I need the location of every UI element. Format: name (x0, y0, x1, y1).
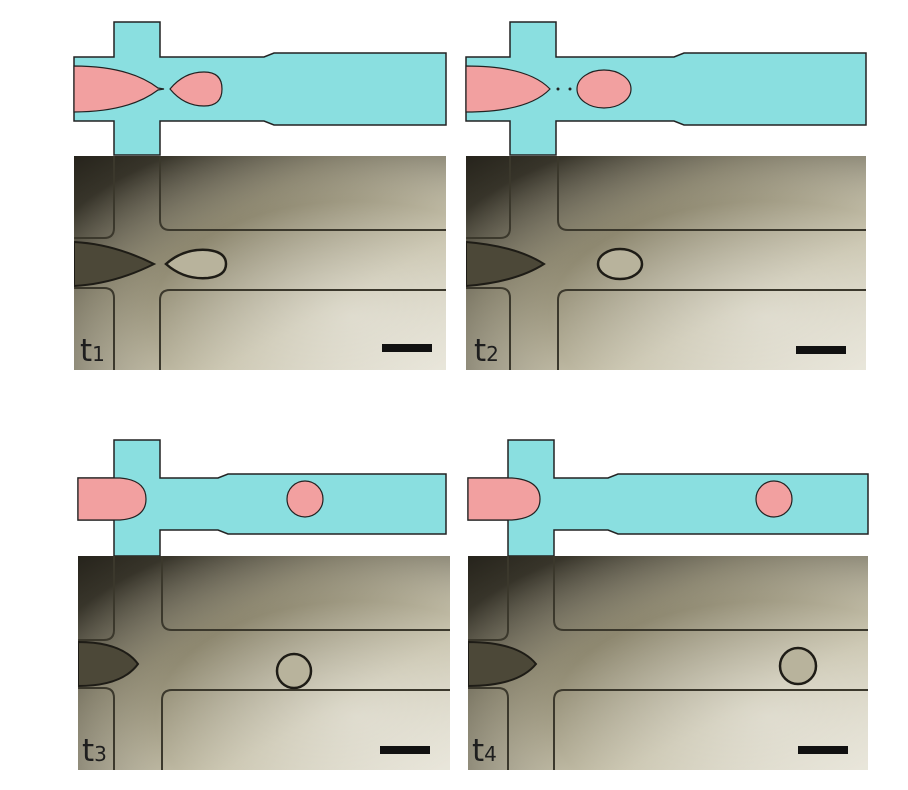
panel-t2: t2 (465, 21, 867, 370)
time-label-t2: t2 (474, 333, 499, 369)
schematic-t3 (77, 439, 447, 557)
time-label-t4: t4 (472, 733, 497, 769)
satellite-droplet (568, 87, 572, 91)
droplet (755, 480, 793, 518)
micrograph-t3: t3 (78, 556, 450, 770)
droplet (576, 69, 632, 109)
dispersed-thread (465, 65, 551, 113)
dispersed-thread (467, 477, 541, 521)
scale-bar (798, 746, 848, 754)
time-label-t3: t3 (82, 733, 107, 769)
panel-t3: t3 (77, 439, 450, 770)
schematic-t1 (73, 21, 447, 156)
scale-bar (380, 746, 430, 754)
satellite-droplet (556, 87, 560, 91)
micrograph-t1: t1 (74, 156, 446, 370)
dispersed-thread (77, 477, 147, 521)
droplet (286, 480, 324, 518)
dispersed-thread (73, 65, 165, 113)
micrograph-t2: t2 (466, 156, 866, 370)
time-label-t1: t1 (80, 333, 105, 369)
scale-bar (382, 344, 432, 352)
micrograph-t4: t4 (468, 556, 868, 770)
droplet (169, 71, 223, 107)
panel-t4: t4 (467, 439, 869, 770)
schematic-t4 (467, 439, 869, 557)
panel-t1: t1 (73, 21, 447, 370)
schematic-t2 (465, 21, 867, 156)
scale-bar (796, 346, 846, 354)
